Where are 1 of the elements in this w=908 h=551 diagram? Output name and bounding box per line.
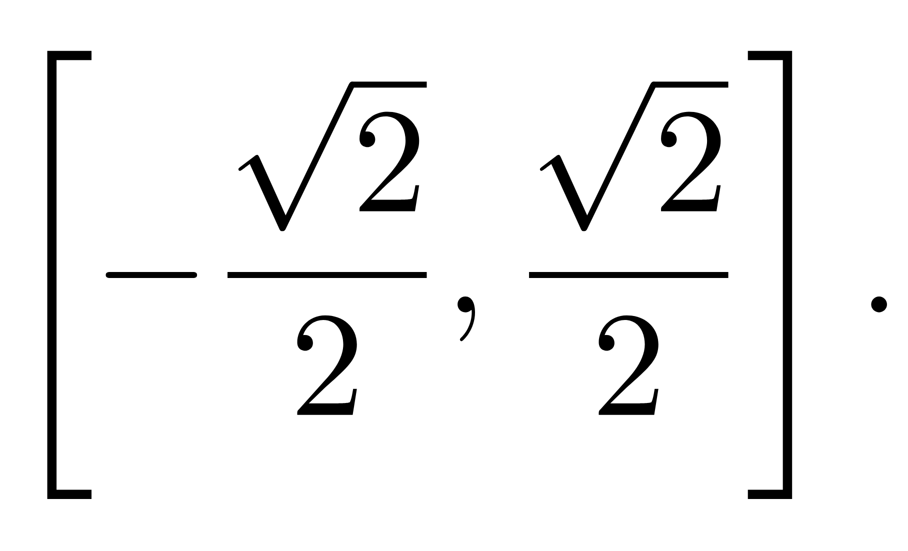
formula: $\left[-\frac{\sqrt{2}}{2},\frac{\sqrt{2}}{2}\right].$ (47, 50, 887, 499)
